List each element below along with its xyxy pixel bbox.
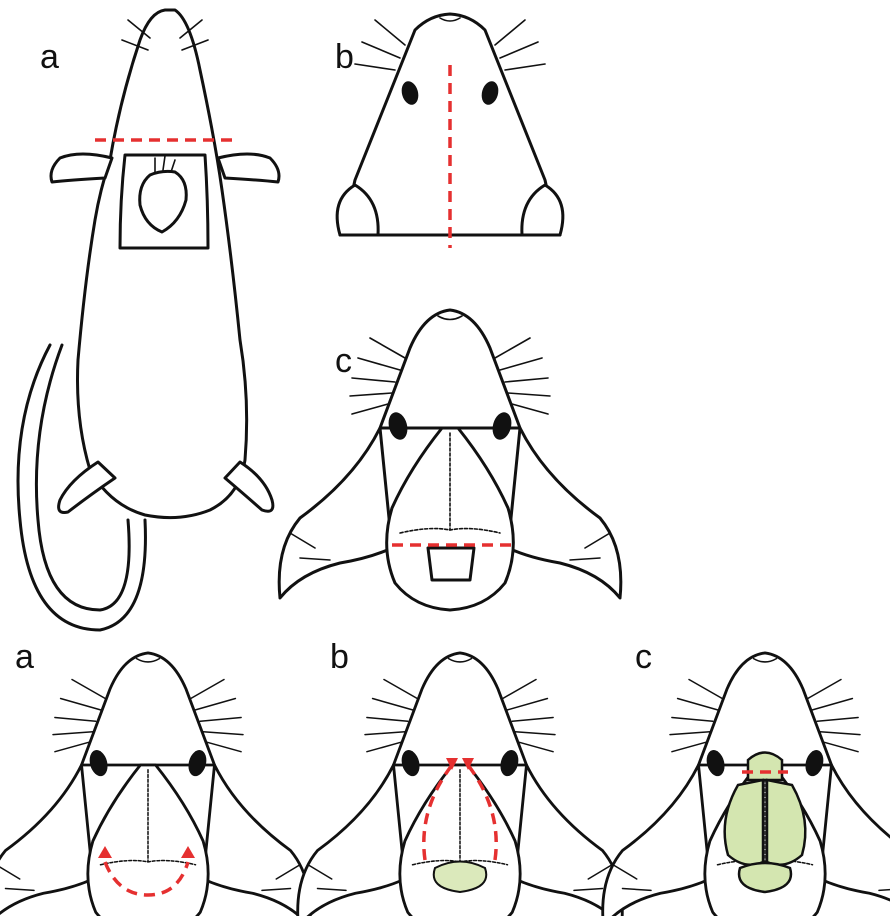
panel-bottom-a: a [0, 638, 310, 916]
cerebellum [434, 862, 487, 893]
panel-label-bottom-c: c [635, 638, 652, 676]
panel-skin-retracted: c [279, 310, 621, 610]
olfactory-bulbs [748, 753, 782, 781]
panel-label-bottom-b: b [330, 638, 349, 676]
panel-head-skin: b [335, 14, 563, 248]
panel-whole-mouse: a [18, 10, 279, 630]
panel-bottom-c: c [603, 638, 890, 916]
mouse-body [78, 10, 247, 518]
panel-label-bottom-a: a [15, 638, 34, 676]
panel-label-middle-c: c [335, 342, 352, 380]
panel-label-top-b: b [335, 38, 354, 76]
right-hemisphere [767, 780, 805, 865]
panel-label-top-a: a [40, 38, 59, 76]
panel-bottom-b: b [298, 638, 623, 916]
cerebellum-exposed [739, 863, 791, 892]
head-skull-cut-start [0, 653, 310, 916]
left-hemisphere [725, 780, 763, 865]
